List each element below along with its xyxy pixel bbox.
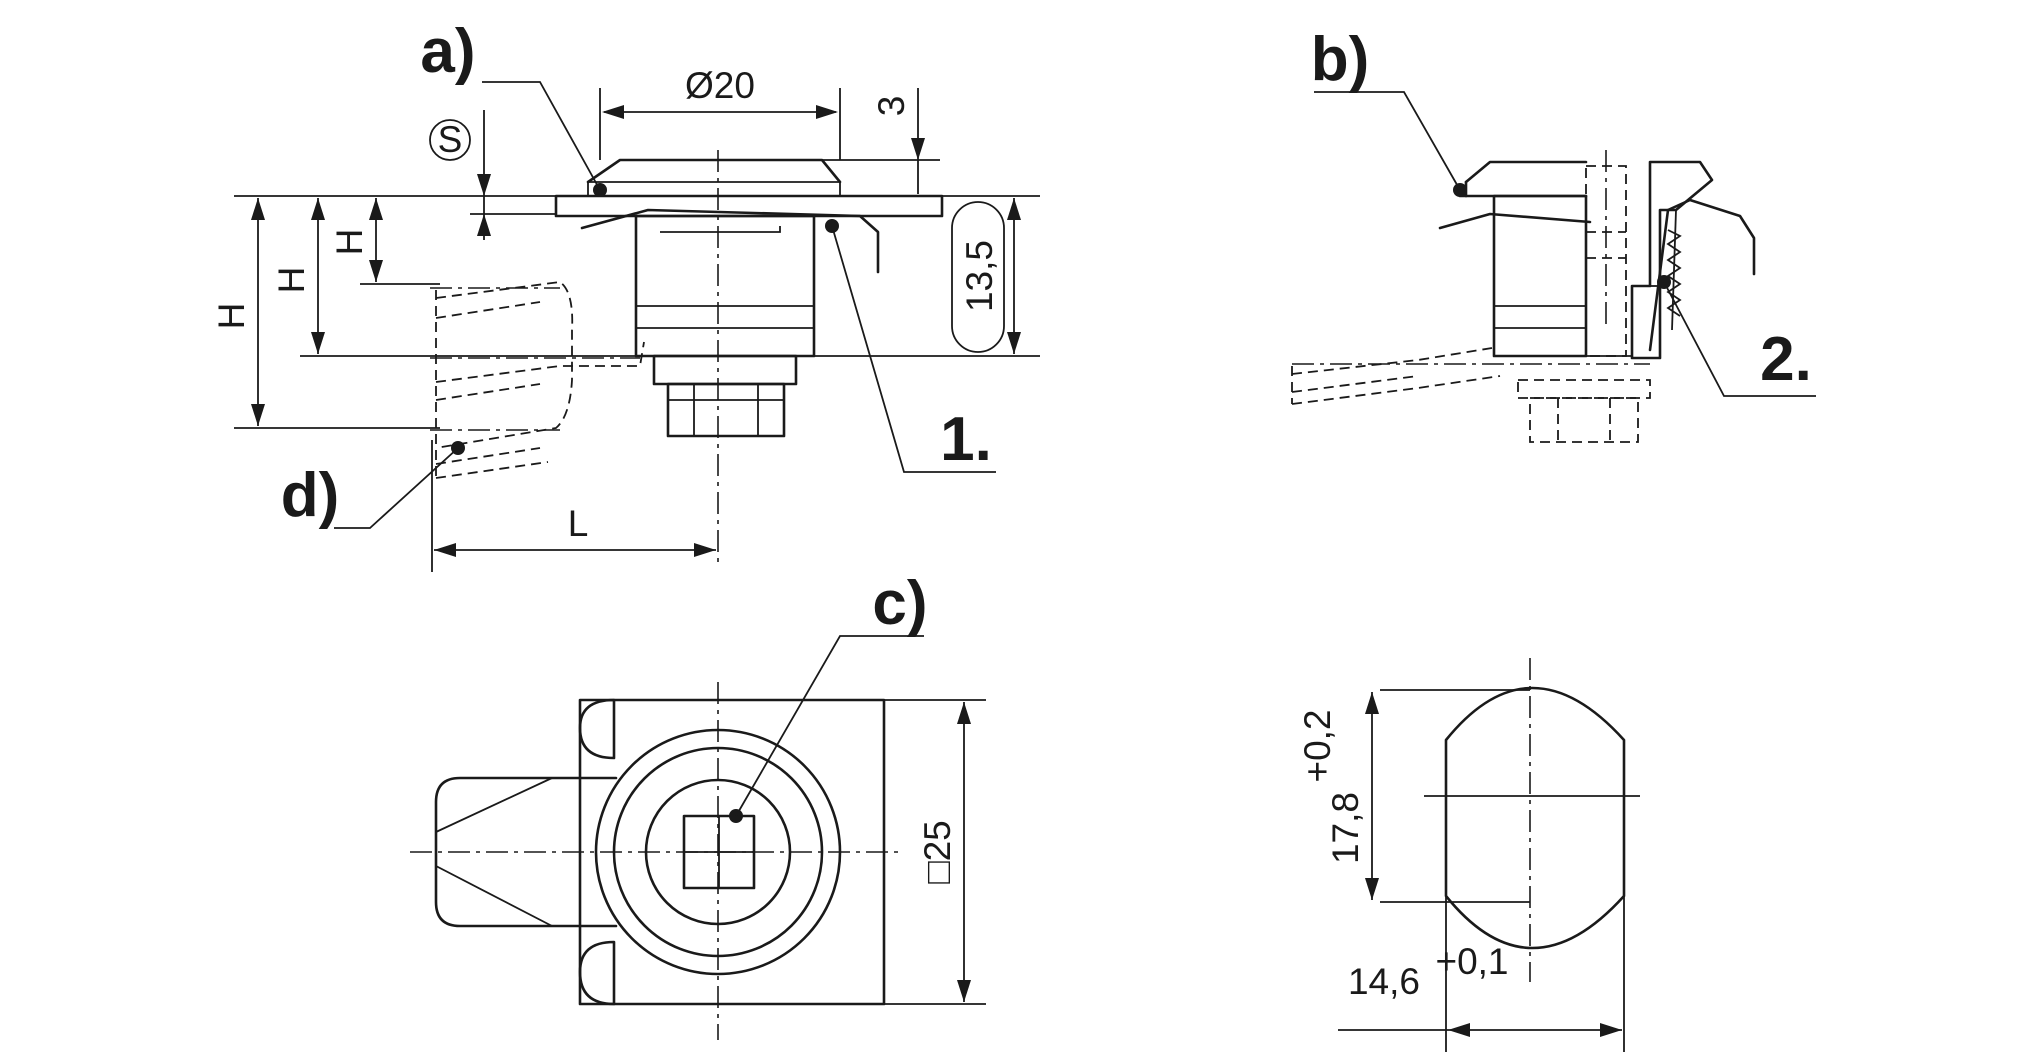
cutout-view: 17,8 +0,2 14,6 +0,1 [1297, 658, 1640, 1052]
callout-c: c) [872, 569, 927, 638]
section-view: b) 2. [1291, 25, 1816, 443]
dim-height-h-2: H [271, 267, 312, 294]
dim-length-l: L [568, 503, 589, 544]
dim-cutout-width: 14,6 [1348, 961, 1420, 1002]
dim-s-symbol: S [438, 119, 463, 160]
top-view: □25 c) [410, 569, 986, 1040]
dim-cutout-height-tol: +0,2 [1297, 709, 1338, 782]
callout-a: a) [420, 17, 475, 86]
dim-diameter: Ø20 [685, 65, 755, 106]
dim-height-h-3: H [329, 229, 370, 256]
dim-height-13-5: 13,5 [959, 240, 1000, 312]
callout-b: b) [1311, 25, 1370, 94]
callout-d: d) [281, 461, 340, 530]
side-view: Ø20 3 S H H H 13,5 L [211, 17, 1040, 572]
dim-top-offset: 3 [871, 96, 912, 117]
dim-cutout-height: 17,8 [1325, 792, 1366, 864]
callout-2: 2. [1760, 325, 1812, 394]
dim-height-h-1: H [211, 303, 252, 330]
callout-1: 1. [940, 405, 992, 474]
dim-square-25: □25 [917, 820, 958, 884]
dim-cutout-width-tol: +0,1 [1435, 941, 1508, 982]
